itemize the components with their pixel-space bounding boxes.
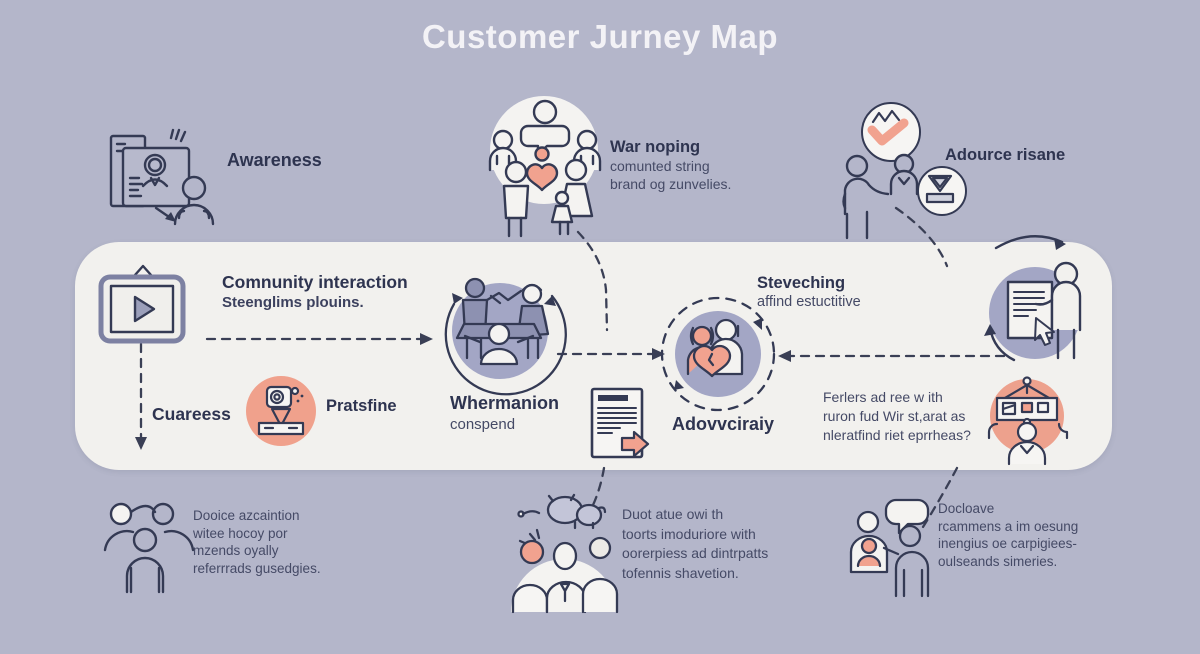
stage-adource-label: Adource risane (945, 146, 1066, 164)
stage-pratsfine-label: Pratsfine (326, 397, 397, 415)
duot-line2: toorts imoduriore with (622, 525, 756, 542)
caring-couple-icon (660, 296, 776, 412)
stage-war-noping-line1: comunted string (610, 158, 710, 174)
stage-adovvciraiy-label: Adovvciraiy (672, 414, 775, 434)
audience-dome-icon (511, 493, 619, 614)
stage-whermanion-subtitle: conspend (450, 416, 516, 433)
download-badge-icon (925, 174, 955, 204)
ferlers-line2: ruron fud Wir st,arat as (823, 408, 966, 424)
docloave-line2: rcammens a im oesung (938, 518, 1079, 534)
duot-note: Duot atue owi th toorts imoduriore with … (622, 505, 768, 583)
duot-line1: Duot atue owi th (622, 506, 724, 522)
stage-community-title: Comnunity interaction (222, 272, 408, 292)
duot-line4: tofennis shavetion. (622, 564, 739, 581)
page-title: Customer Jurney Map (421, 18, 779, 55)
stage-awareness-label: Awareness (227, 150, 322, 170)
docloave-line3: inengius oe carpigiees- (938, 536, 1077, 551)
ferlers-line3: nleratfind riet eprrheas? (823, 427, 971, 443)
stage-steveching-title: Steveching (757, 274, 846, 292)
document-arrow-icon (590, 387, 650, 459)
dooice-line2: witee hocoy por (193, 525, 288, 541)
stage-community-subtitle: Steenglims plouins. (222, 294, 364, 311)
video-play-icon (98, 264, 186, 344)
dooice-note: Dooice azcaintion witee hocoy por mzends… (193, 507, 321, 577)
person-document-icon (984, 235, 1082, 362)
customer-group-icon (103, 502, 195, 594)
person-sharing-icon (842, 153, 919, 240)
profile-documents-icon (109, 128, 215, 226)
dooice-line1: Dooice azcaintion (193, 508, 300, 523)
ferlers-note: Ferlers ad ree w ith ruron fud Wir st,ar… (823, 388, 971, 445)
referral-chat-icon (849, 498, 930, 598)
download-badge-circle (917, 166, 967, 216)
docloave-line1: Docloave (938, 501, 995, 516)
docloave-note: Docloave rcammens a im oesung inengius o… (938, 500, 1078, 570)
duot-line3: oorerpiess ad dintrpatts (622, 545, 769, 561)
family-group-icon (488, 99, 602, 238)
stage-war-noping-title: War noping (610, 138, 701, 156)
presenter-board-icon (987, 376, 1069, 466)
dooice-line4: referrrads gusedgies. (193, 560, 321, 576)
stage-steveching-subtitle: affind estuctitive (757, 294, 861, 310)
ferlers-line1: Ferlers ad ree w ith (823, 389, 943, 405)
stage-whermanion-title: Whermanion (450, 393, 560, 413)
stage-war-noping-line2: brand og zunvelies. (610, 176, 732, 192)
team-meeting-icon (444, 277, 567, 396)
stage-cuareess-label: Cuareess (152, 404, 231, 424)
dooice-line3: mzends oyally (193, 543, 279, 558)
check-badge-icon (867, 109, 909, 146)
location-pin-icon (257, 385, 305, 436)
docloave-line4: oulseands simeries. (938, 553, 1058, 569)
